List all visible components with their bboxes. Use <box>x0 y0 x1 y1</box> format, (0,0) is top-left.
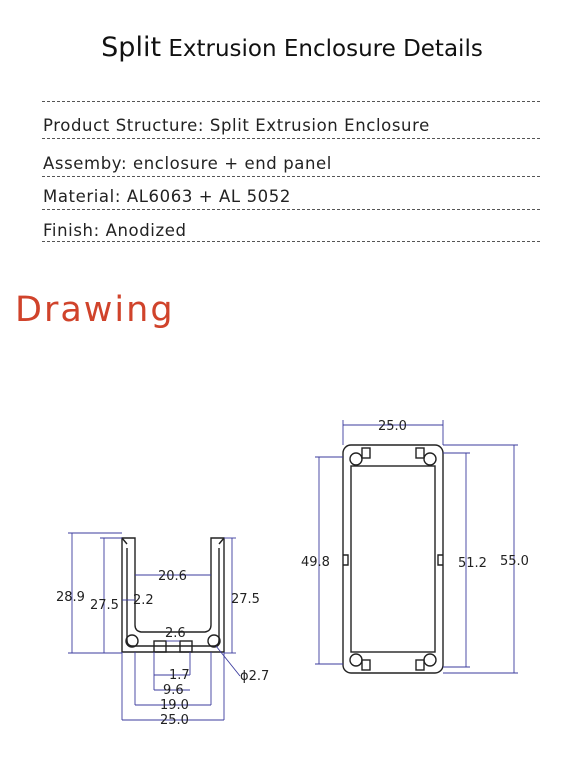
left-dimension-labels: 28.9 27.5 2.2 20.6 27.5 2.6 1.7 9.6 19.0… <box>56 569 269 728</box>
spec-finish: Finish: Anodized <box>43 221 187 240</box>
divider <box>42 176 540 177</box>
dim-20-6: 20.6 <box>158 569 187 584</box>
dim-9-6: 9.6 <box>163 683 184 698</box>
left-profile-outline <box>121 537 225 653</box>
divider <box>42 101 540 102</box>
title-first-word: Split <box>101 32 162 63</box>
divider <box>42 138 540 139</box>
spec-material: Material: AL6063 + AL 5052 <box>43 187 291 206</box>
dim-25-0-bottom: 25.0 <box>160 713 189 728</box>
divider <box>42 209 540 210</box>
spec-label: Material: <box>43 187 121 206</box>
dim-28-9: 28.9 <box>56 590 85 605</box>
spec-label: Finish: <box>43 221 100 240</box>
spec-value: enclosure + end panel <box>132 154 332 173</box>
spec-value: Split Extrusion Enclosure <box>209 116 430 135</box>
spec-value: Anodized <box>105 221 187 240</box>
right-dimension-labels: 25.0 49.8 51.2 55.0 <box>301 419 529 571</box>
right-profile-outline <box>342 444 444 674</box>
spec-product-structure: Product Structure: Split Extrusion Enclo… <box>43 116 430 135</box>
spec-label: Assemby: <box>43 154 128 173</box>
spec-value: AL6063 + AL 5052 <box>126 187 291 206</box>
dim-27-5-right: 27.5 <box>231 592 260 607</box>
dim-2-6: 2.6 <box>165 626 186 641</box>
dim-19-0: 19.0 <box>160 698 189 713</box>
dim-27-5-left: 27.5 <box>90 598 119 613</box>
dim-2-2: 2.2 <box>133 593 154 608</box>
divider <box>42 241 540 242</box>
dim-55-0: 55.0 <box>500 554 529 569</box>
dim-hole-diameter: ϕ2.7 <box>240 669 269 684</box>
spec-assembly: Assemby: enclosure + end panel <box>43 154 332 173</box>
right-dimension-lines <box>315 420 518 674</box>
page-title: Split Extrusion Enclosure Details <box>0 32 584 63</box>
section-title-drawing: Drawing <box>15 290 175 330</box>
title-rest: Extrusion Enclosure Details <box>168 36 483 62</box>
left-dimension-lines <box>68 532 241 721</box>
dim-49-8: 49.8 <box>301 555 330 570</box>
dim-51-2: 51.2 <box>458 556 487 571</box>
dim-1-7: 1.7 <box>169 668 190 683</box>
dim-25-0-top: 25.0 <box>378 419 407 434</box>
spec-label: Product Structure: <box>43 116 205 135</box>
